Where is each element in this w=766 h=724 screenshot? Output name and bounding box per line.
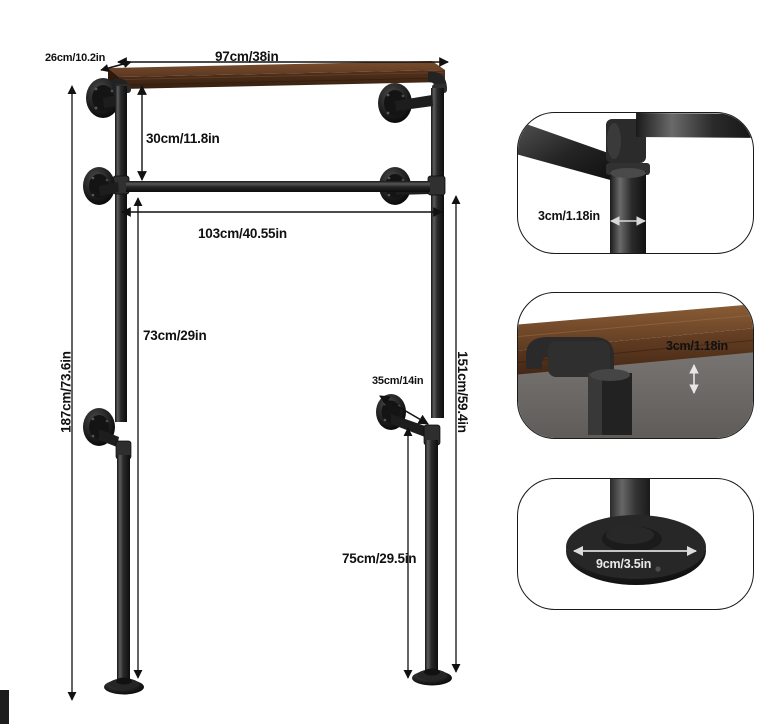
- hanging-rail: [126, 181, 430, 192]
- callout-pipe-diameter-art: [518, 113, 753, 253]
- dimension-label-right-post-height: 151cm/59.4in: [454, 351, 470, 433]
- callout-shelf-thickness: 3cm/1.18in: [517, 292, 754, 439]
- wall-flange-top-right: [378, 83, 433, 123]
- wall-flange-lower-left: [83, 408, 119, 447]
- dimension-label-shelf-width: 97cm/38in: [215, 49, 279, 64]
- floor-flange-right: [412, 668, 452, 686]
- floor-flange-left: [104, 677, 144, 695]
- callout-base-diameter: 9cm/3.5in: [517, 478, 754, 610]
- dimension-label-shelf-to-rail: 30cm/11.8in: [146, 131, 220, 146]
- dimension-lines: [67, 57, 461, 701]
- callout-pipe-diameter: 3cm/1.18in: [517, 112, 754, 254]
- callout-base-diameter-art: [566, 479, 706, 585]
- dimension-label-overall-height: 187cm/73.6in: [58, 351, 74, 433]
- wall-flange-mid-left: [83, 167, 119, 205]
- left-vertical-post: [83, 78, 144, 695]
- dimension-label-bracket-projection: 35cm/14in: [372, 375, 424, 387]
- dimension-label-rail-to-floor: 73cm/29in: [143, 328, 207, 343]
- dimline-bracket-projection: [379, 395, 429, 425]
- callout-label-base-diameter: 9cm/3.5in: [596, 557, 652, 571]
- wall-flange-lower-right: [376, 394, 428, 437]
- dimension-label-lower-bracket-height: 75cm/29.5in: [342, 551, 417, 566]
- callout-label-pipe-diameter: 3cm/1.18in: [538, 209, 600, 223]
- dimension-label-shelf-depth: 26cm/10.2in: [45, 52, 106, 64]
- image-edge-artifact: [0, 690, 9, 724]
- dimension-label-rail-length: 103cm/40.55in: [198, 226, 287, 241]
- callout-shelf-thickness-art: [518, 304, 753, 438]
- callout-label-shelf-thickness: 3cm/1.18in: [666, 339, 728, 353]
